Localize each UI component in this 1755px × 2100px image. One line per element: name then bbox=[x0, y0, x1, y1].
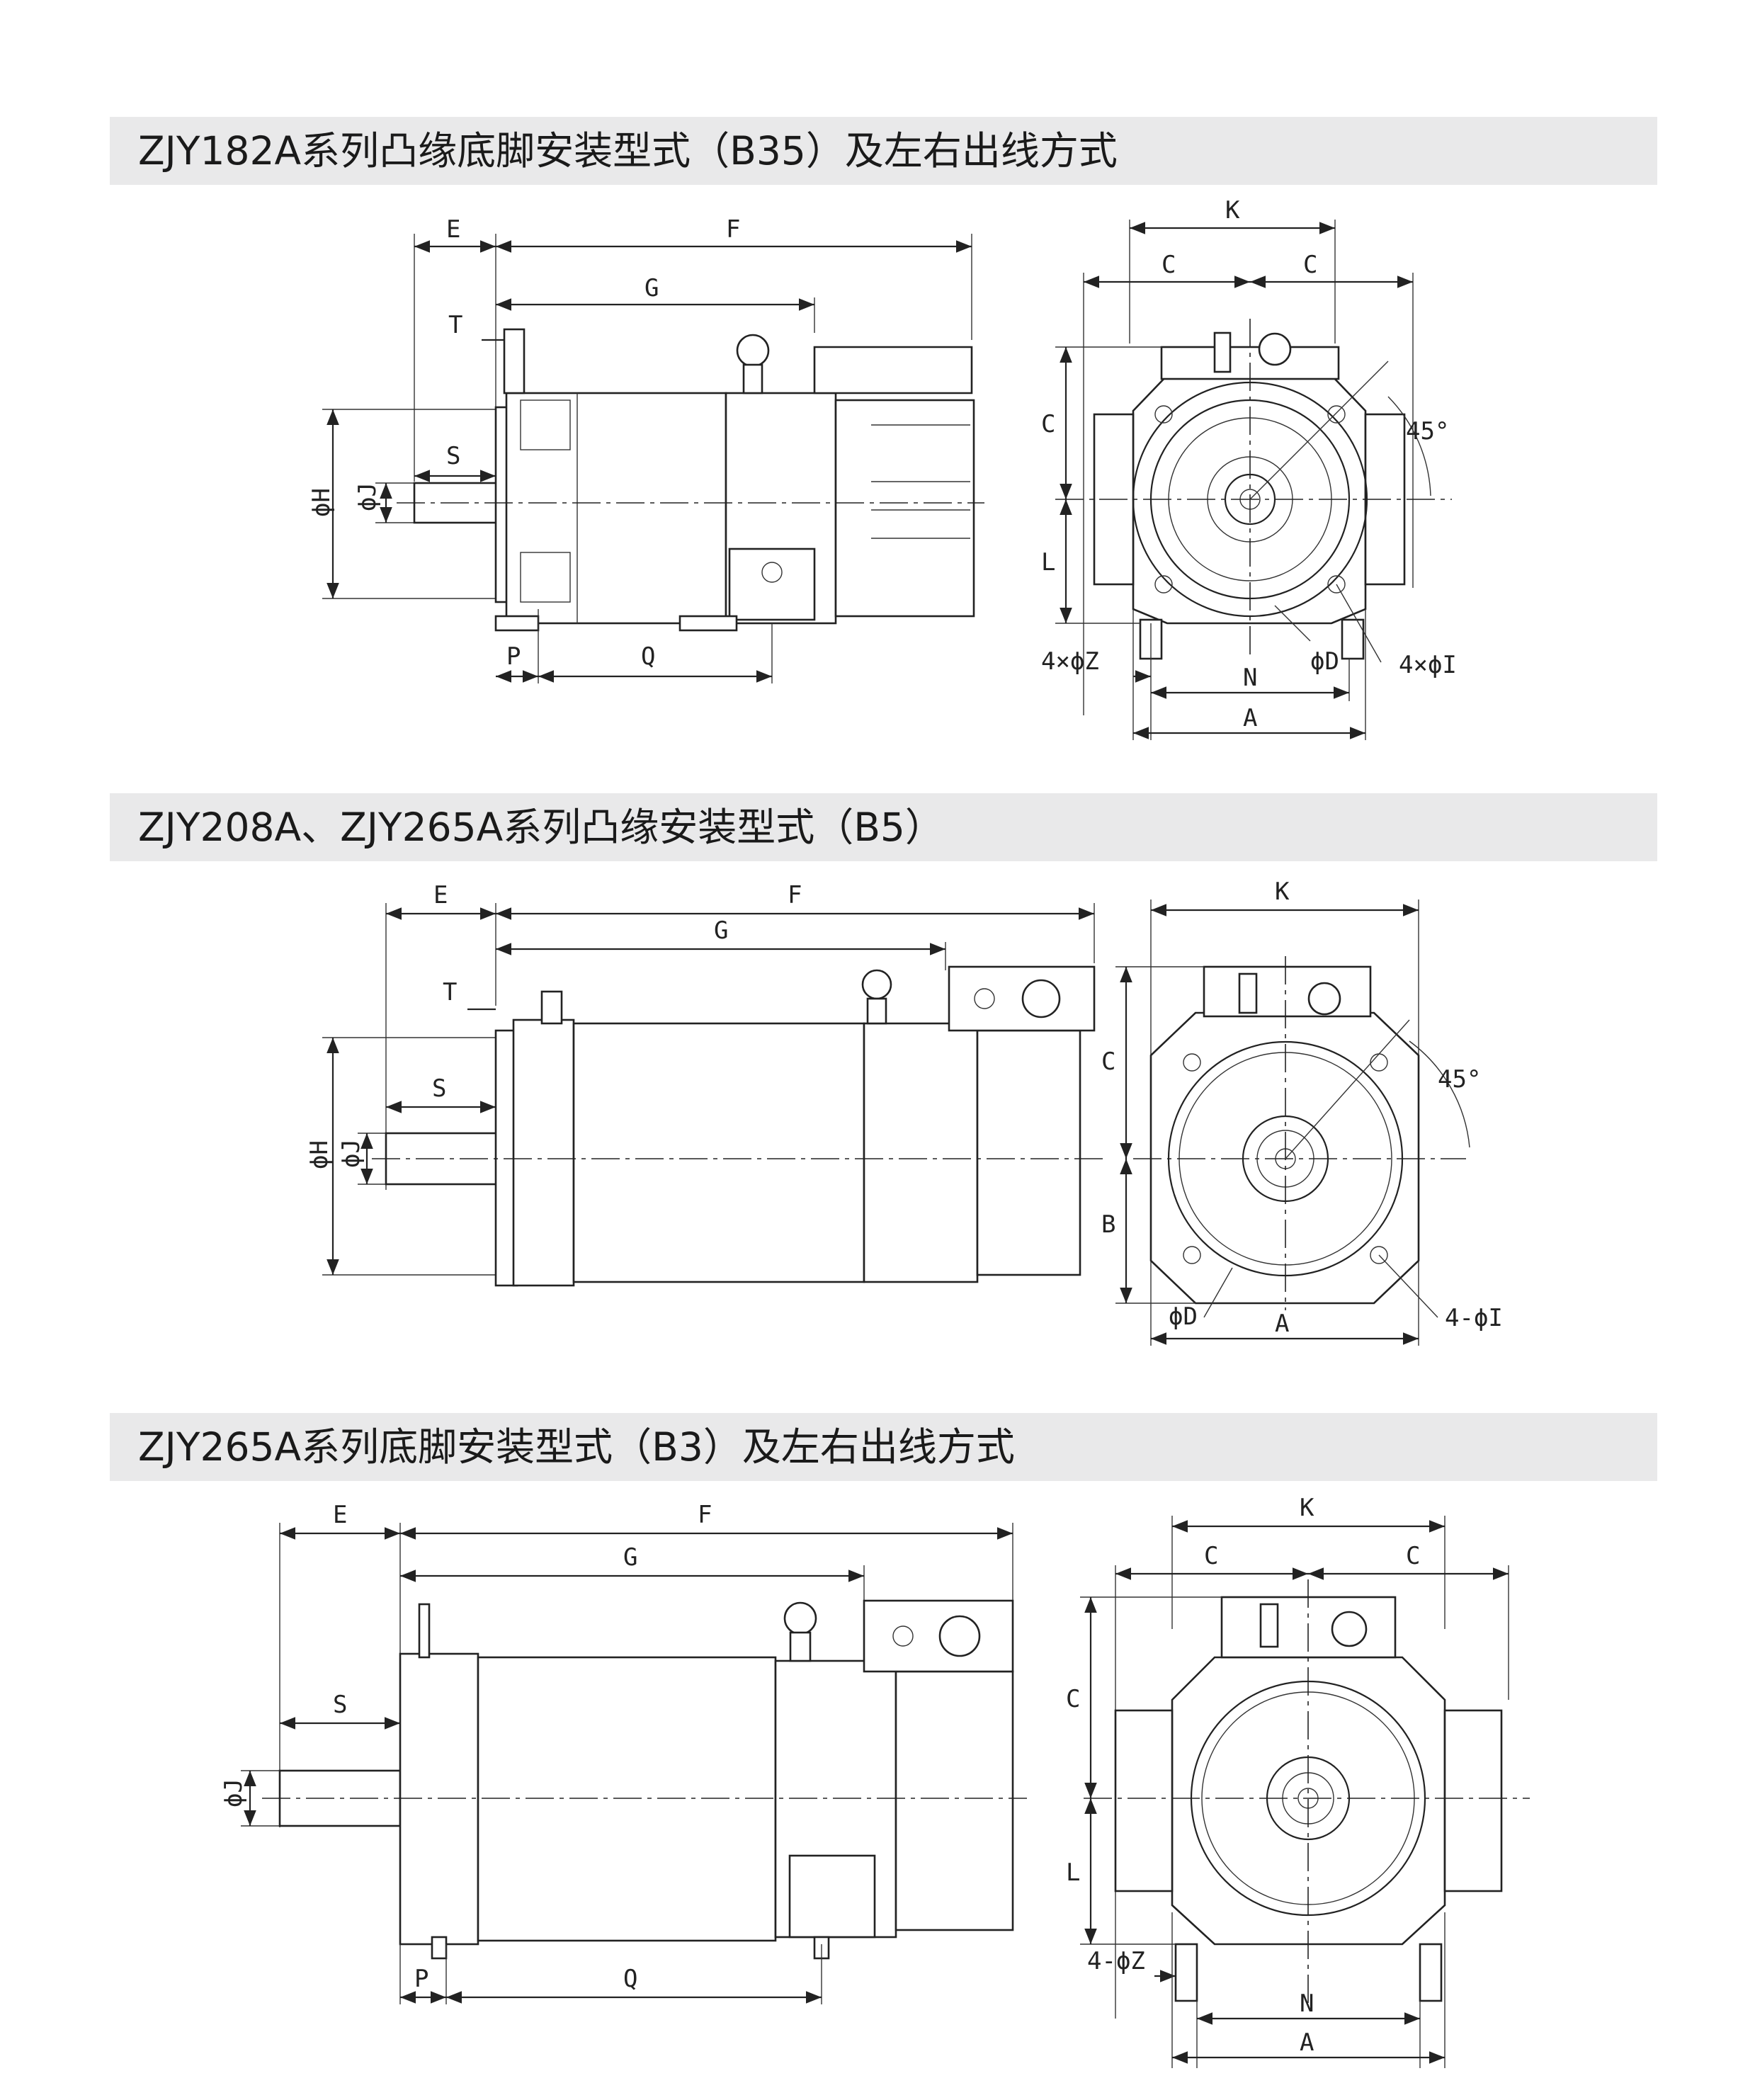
dim-k: K bbox=[1275, 878, 1290, 906]
dim-c: C bbox=[1101, 1048, 1115, 1076]
dim-q: Q bbox=[641, 642, 655, 671]
dim-c-vertical: C bbox=[1066, 1685, 1080, 1713]
section-header-b35: ZJY182A系列凸缘底脚安装型式（B35）及左右出线方式 bbox=[110, 117, 1657, 185]
section-title: ZJY265A系列底脚安装型式（B3）及左右出线方式 bbox=[138, 1424, 1015, 1470]
dim-k: K bbox=[1225, 196, 1240, 225]
dim-phi-j: ϕJ bbox=[337, 1139, 365, 1168]
dim-g: G bbox=[644, 274, 659, 302]
b3-side-view: E F G S ϕJ P Q bbox=[220, 1501, 1027, 2004]
dim-phi-h: ϕH bbox=[307, 488, 336, 517]
b35-side-view: E F G T S ϕH ϕJ P Q bbox=[307, 215, 984, 683]
dim-n: N bbox=[1300, 1990, 1314, 2018]
dim-c-right: C bbox=[1406, 1542, 1420, 1570]
section-header-b3: ZJY265A系列底脚安装型式（B3）及左右出线方式 bbox=[110, 1413, 1657, 1481]
section-header-b5: ZJY208A、ZJY265A系列凸缘安装型式（B5） bbox=[110, 793, 1657, 861]
b5-side-view: E F G T S ϕH ϕJ bbox=[305, 881, 1105, 1287]
dim-a: A bbox=[1275, 1310, 1289, 1338]
dim-c-vertical: C bbox=[1041, 410, 1055, 438]
dim-a: A bbox=[1243, 704, 1257, 732]
dim-n: N bbox=[1243, 664, 1257, 692]
dim-phi-d: ϕD bbox=[1310, 647, 1339, 676]
dim-s: S bbox=[446, 442, 460, 470]
dim-angle-45: 45° bbox=[1438, 1065, 1481, 1094]
dim-c-left: C bbox=[1204, 1542, 1218, 1570]
dim-f: F bbox=[698, 1501, 712, 1529]
dim-s: S bbox=[333, 1691, 347, 1719]
dim-phi-j: ϕJ bbox=[353, 482, 382, 511]
dim-l: L bbox=[1066, 1858, 1080, 1887]
dim-e: E bbox=[333, 1501, 347, 1529]
dim-holes-i: 4-ϕI bbox=[1445, 1304, 1503, 1332]
dim-b: B bbox=[1101, 1210, 1115, 1239]
section-title: ZJY208A、ZJY265A系列凸缘安装型式（B5） bbox=[138, 805, 944, 850]
dim-holes-z: 4×ϕZ bbox=[1041, 647, 1099, 676]
dim-holes-z: 4-ϕZ bbox=[1087, 1947, 1145, 1975]
dim-phi-h: ϕH bbox=[305, 1140, 334, 1169]
dim-phi-j: ϕJ bbox=[220, 1778, 248, 1807]
dim-q: Q bbox=[623, 1965, 637, 1993]
dim-e: E bbox=[433, 881, 448, 909]
b35-end-view: K C C C L 45° 4×ϕZ ϕD 4×ϕI N A bbox=[1041, 196, 1457, 740]
dim-p: P bbox=[414, 1965, 428, 1993]
dim-p: P bbox=[506, 642, 521, 671]
dim-phi-d: ϕD bbox=[1169, 1302, 1198, 1331]
dim-g: G bbox=[623, 1543, 637, 1572]
b5-end-view: K C B 45° ϕD A 4-ϕI bbox=[1101, 878, 1503, 1346]
dim-s: S bbox=[432, 1074, 446, 1103]
dim-l: L bbox=[1041, 548, 1055, 577]
dim-angle-45: 45° bbox=[1406, 417, 1449, 445]
dim-t: T bbox=[448, 311, 462, 339]
dim-e: E bbox=[446, 215, 460, 244]
dim-g: G bbox=[714, 916, 728, 945]
b3-end-view: K C C C L 4-ϕZ N A bbox=[1066, 1494, 1530, 2068]
dim-t: T bbox=[443, 978, 457, 1006]
dim-f: F bbox=[788, 881, 802, 909]
dim-a: A bbox=[1300, 2028, 1314, 2057]
dim-holes-i: 4×ϕI bbox=[1399, 651, 1457, 679]
dim-c-right: C bbox=[1303, 251, 1317, 279]
section-title: ZJY182A系列凸缘底脚安装型式（B35）及左右出线方式 bbox=[138, 128, 1118, 174]
dim-f: F bbox=[726, 215, 740, 244]
dim-k: K bbox=[1300, 1494, 1314, 1522]
dim-c-left: C bbox=[1162, 251, 1176, 279]
